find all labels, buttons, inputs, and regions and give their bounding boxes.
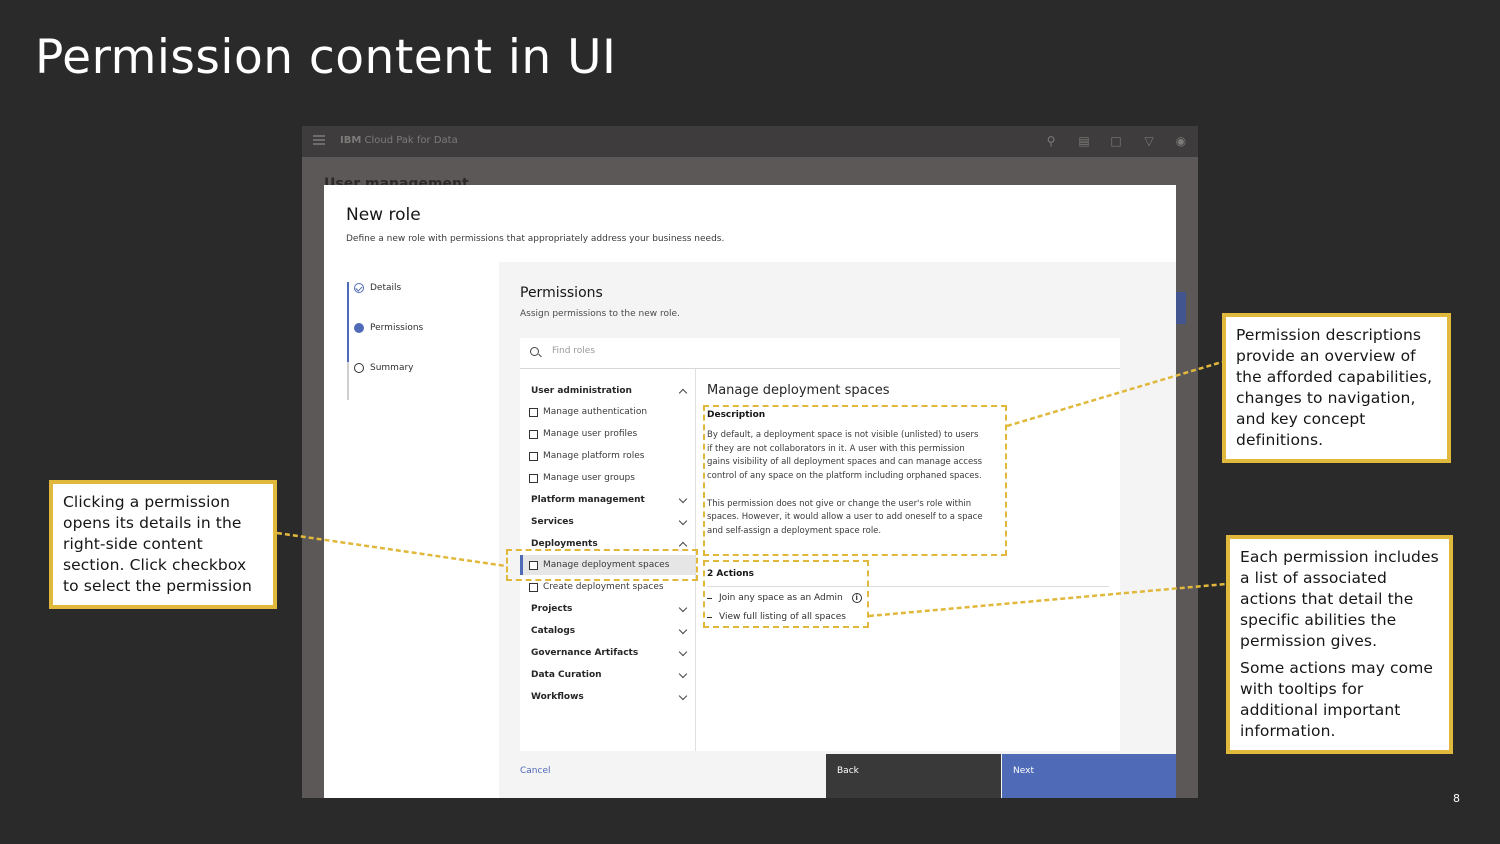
- document-icon[interactable]: □: [1110, 134, 1122, 148]
- step-summary[interactable]: Summary: [354, 363, 414, 373]
- modal-title: New role: [346, 205, 421, 225]
- dash-icon: [707, 597, 712, 599]
- search-icon[interactable]: ⚲: [1046, 134, 1056, 148]
- info-icon[interactable]: i: [851, 593, 862, 603]
- permissions-subtitle: Assign permissions to the new role.: [520, 309, 680, 319]
- description-text: By default, a deployment space is not vi…: [707, 429, 983, 539]
- category-catalogs[interactable]: Catalogs: [531, 625, 688, 636]
- search-input[interactable]: [552, 346, 852, 356]
- chevron-down-icon: [678, 516, 688, 526]
- background-button: [1176, 292, 1186, 324]
- chevron-down-icon: [678, 669, 688, 679]
- checkbox[interactable]: [529, 473, 538, 483]
- callout-description: Permission descriptions provide an overv…: [1222, 313, 1451, 463]
- step-permissions[interactable]: Permissions: [354, 323, 423, 333]
- checkbox[interactable]: [529, 407, 538, 417]
- permission-list: User administration Manage authenticatio…: [520, 369, 695, 751]
- highlight-selected-permission: [506, 549, 698, 581]
- category-data-curation[interactable]: Data Curation: [531, 669, 688, 680]
- progress-line: [347, 362, 349, 400]
- progress-line: [347, 282, 349, 362]
- actions-label: 2 Actions: [707, 569, 755, 579]
- chat-icon[interactable]: ▤: [1078, 134, 1090, 148]
- category-projects[interactable]: Projects: [531, 603, 688, 614]
- permissions-title: Permissions: [520, 285, 603, 301]
- permission-manage-deployment-spaces[interactable]: Manage deployment spaces: [520, 555, 695, 575]
- action-view-listing: View full listing of all spaces: [707, 612, 846, 622]
- permission-manage-platform-roles[interactable]: Manage platform roles: [529, 451, 644, 461]
- highlight-description: [703, 405, 1007, 556]
- permission-manage-authentication[interactable]: Manage authentication: [529, 407, 647, 417]
- category-services[interactable]: Services: [531, 516, 688, 527]
- new-role-modal: New role Define a new role with permissi…: [324, 185, 1176, 798]
- notification-icon[interactable]: ▽: [1144, 134, 1154, 148]
- callout-actions: Each permission includes a list of assoc…: [1226, 535, 1453, 754]
- page-number: 8: [1453, 792, 1460, 805]
- incomplete-step-icon: [354, 363, 364, 373]
- ui-screenshot: IBM Cloud Pak for Data ⚲ ▤ □ ▽ ◉ User ma…: [302, 126, 1198, 798]
- category-deployments[interactable]: Deployments: [531, 539, 688, 551]
- search-bar: [520, 338, 1120, 369]
- next-button[interactable]: Next: [1002, 754, 1176, 798]
- description-paragraph: This permission does not give or change …: [707, 498, 983, 536]
- cancel-button[interactable]: Cancel: [499, 754, 826, 798]
- permission-manage-user-groups[interactable]: Manage user groups: [529, 473, 635, 483]
- highlight-actions: [703, 560, 869, 628]
- chevron-down-icon: [678, 647, 688, 657]
- description-label: Description: [707, 410, 766, 420]
- top-bar: IBM Cloud Pak for Data ⚲ ▤ □ ▽ ◉: [302, 126, 1198, 157]
- progress-panel: Details Permissions Summary: [324, 262, 499, 798]
- user-icon[interactable]: ◉: [1175, 134, 1187, 148]
- dash-icon: [707, 616, 712, 618]
- search-icon: [530, 347, 539, 356]
- menu-icon[interactable]: [313, 135, 325, 145]
- detail-title: Manage deployment spaces: [707, 383, 890, 398]
- slide-title: Permission content in UI: [35, 30, 617, 85]
- callout-left: Clicking a permission opens its details …: [49, 480, 277, 609]
- permission-create-deployment-spaces[interactable]: Create deployment spaces: [529, 582, 664, 592]
- chevron-up-icon: [678, 388, 688, 398]
- checkbox[interactable]: [529, 451, 538, 461]
- divider: [695, 369, 696, 751]
- chevron-down-icon: [678, 625, 688, 635]
- current-step-icon: [354, 323, 364, 333]
- category-governance-artifacts[interactable]: Governance Artifacts: [531, 647, 688, 658]
- category-workflows[interactable]: Workflows: [531, 691, 688, 702]
- brand-name: IBM Cloud Pak for Data: [340, 135, 458, 146]
- permission-manage-user-profiles[interactable]: Manage user profiles: [529, 429, 637, 439]
- back-button[interactable]: Back: [826, 754, 1001, 798]
- check-icon: [354, 283, 364, 293]
- step-details[interactable]: Details: [354, 283, 401, 293]
- modal-header: New role Define a new role with permissi…: [324, 185, 1176, 262]
- chevron-down-icon: [678, 603, 688, 613]
- chevron-down-icon: [678, 494, 688, 504]
- modal-subtitle: Define a new role with permissions that …: [346, 234, 725, 244]
- description-paragraph: By default, a deployment space is not vi…: [707, 430, 983, 482]
- category-platform-management[interactable]: Platform management: [531, 494, 688, 505]
- checkbox[interactable]: [529, 429, 538, 439]
- chevron-down-icon: [678, 691, 688, 701]
- checkbox[interactable]: [529, 582, 538, 592]
- category-user-administration[interactable]: User administration: [531, 386, 688, 398]
- checkbox[interactable]: [529, 560, 538, 570]
